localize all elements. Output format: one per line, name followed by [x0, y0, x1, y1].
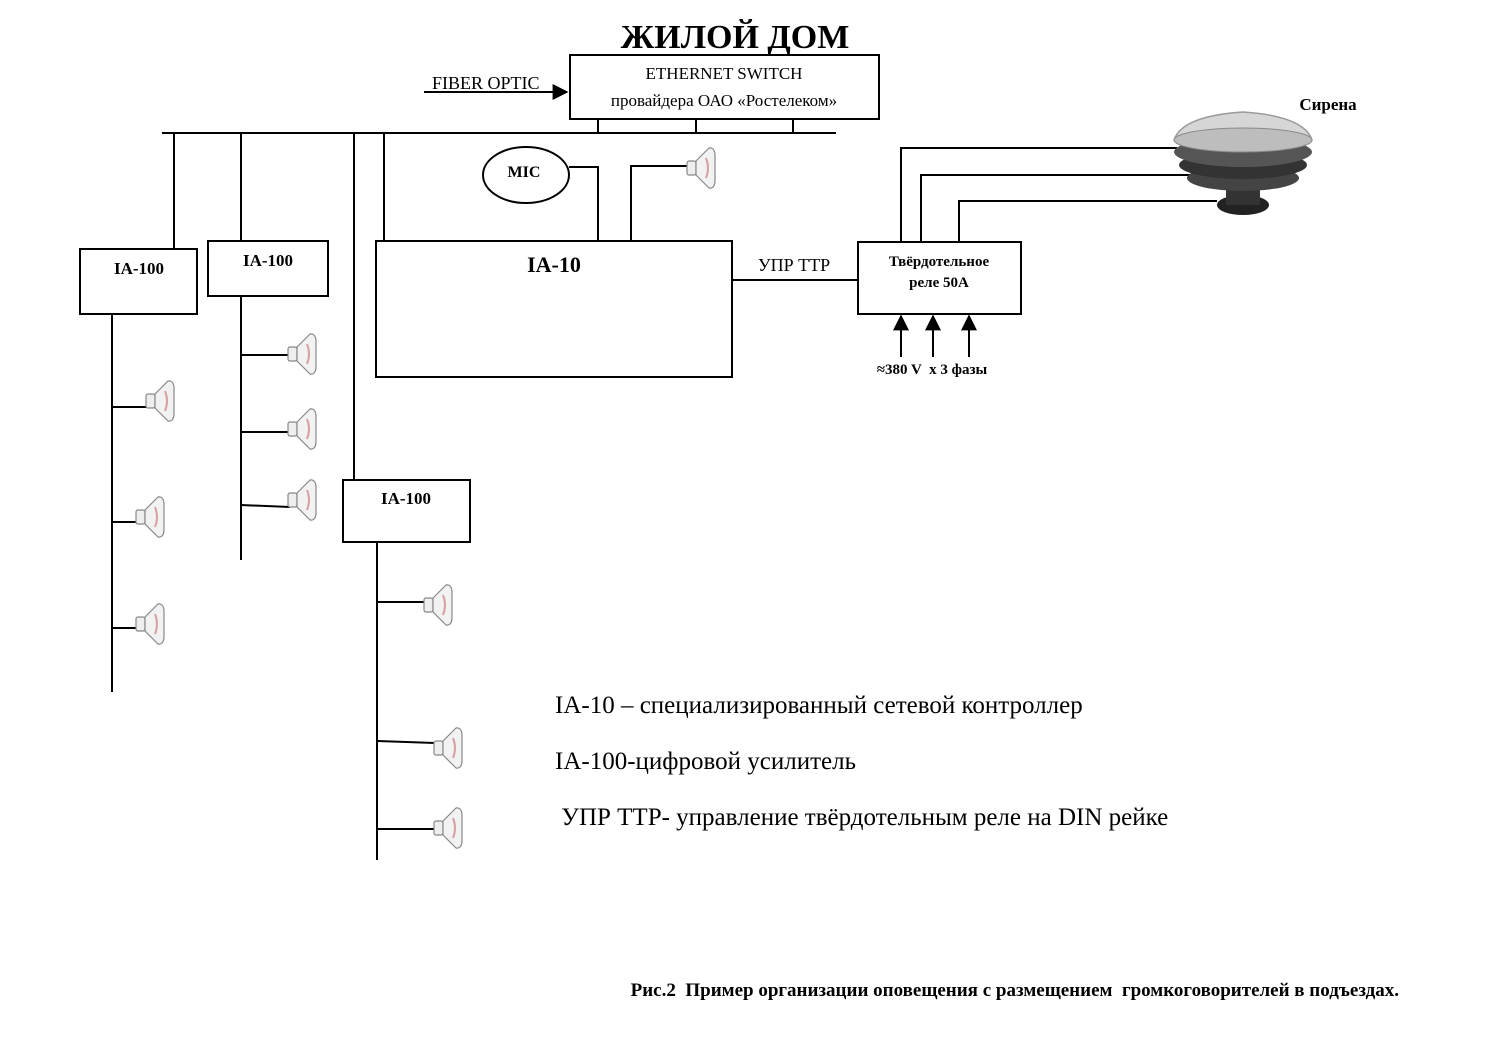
speaker-icon: [423, 583, 453, 627]
speaker-icon: [287, 478, 317, 522]
speaker-icon: [135, 602, 165, 646]
speaker-icon: [287, 407, 317, 451]
speaker-icon: [287, 332, 317, 376]
relay-control-label: УПР ТТР: [758, 255, 830, 275]
legend-item-ia10: IA-10 – специализированный сетевой контр…: [555, 692, 1083, 719]
speaker-icon: [686, 146, 716, 190]
speaker-icon: [433, 726, 463, 770]
amplifier-label: IA-100: [243, 251, 293, 270]
speaker-icon: [433, 806, 463, 850]
switch-line2: провайдера ОАО «Ростелеком»: [611, 91, 837, 110]
amplifier-label: IA-100: [381, 489, 431, 508]
diagram-title: ЖИЛОЙ ДОМ: [621, 19, 850, 56]
power-label: ≈380 V x 3 фазы: [877, 362, 988, 378]
amplifier-label: IA-100: [114, 259, 164, 278]
solid-state-relay: Твёрдотельное реле 50А: [857, 241, 1022, 315]
relay-line2: реле 50А: [909, 275, 969, 291]
speaker-icon: [145, 379, 175, 423]
controller-label: IA-10: [527, 252, 581, 277]
amplifier-ia100-1: IA-100: [79, 248, 198, 315]
fiber-optic-label: FIBER OPTIC: [432, 73, 540, 93]
amplifier-ia100-2: IA-100: [207, 240, 329, 297]
switch-line1: ETHERNET SWITCH: [646, 64, 803, 83]
legend-item-ia100: IA-100-цифровой усилитель: [555, 748, 856, 775]
microphone: MIC: [482, 146, 570, 204]
ethernet-switch: ETHERNET SWITCH провайдера ОАО «Ростелек…: [569, 54, 880, 120]
speaker-icon: [135, 495, 165, 539]
siren-label: Сирена: [1299, 95, 1357, 114]
controller-ia10: IA-10: [375, 240, 733, 378]
siren-icon: [1173, 111, 1313, 215]
amplifier-ia100-3: IA-100: [342, 479, 471, 543]
figure-caption: Рис.2 Пример организации оповещения с ра…: [631, 980, 1399, 1001]
mic-label: MIC: [508, 164, 541, 181]
legend-item-control: УПР ТТР- управление твёрдотельным реле н…: [555, 804, 1168, 831]
relay-line1: Твёрдотельное: [889, 254, 990, 270]
